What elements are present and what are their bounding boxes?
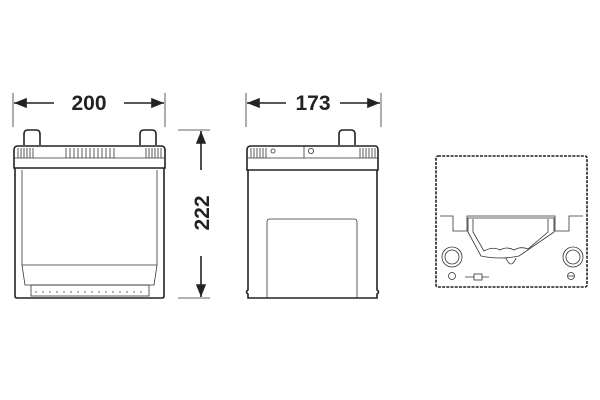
case-body: [14, 168, 165, 299]
depth-dimension-label: 173: [295, 92, 330, 115]
height-dimension-label: 222: [191, 195, 214, 230]
minus-mark-icon: [567, 272, 575, 280]
lid-ribs: [17, 148, 162, 158]
terminal-negative: [441, 246, 463, 268]
terminal-positive: [562, 246, 584, 268]
lid: [13, 145, 166, 169]
width-dimension-label: 200: [71, 92, 106, 115]
side-view: 173: [245, 92, 382, 299]
label-panel: [266, 218, 358, 298]
top-view: [435, 155, 588, 288]
terminal: [338, 129, 356, 145]
front-view: 200: [12, 92, 166, 299]
terminal-right: [139, 129, 157, 145]
height-dimension: 222: [178, 129, 214, 299]
plus-mark-icon: [448, 272, 456, 280]
terminal-left: [23, 129, 41, 145]
lid: [246, 145, 379, 171]
base-grill: [30, 284, 150, 297]
handle: [467, 217, 555, 259]
